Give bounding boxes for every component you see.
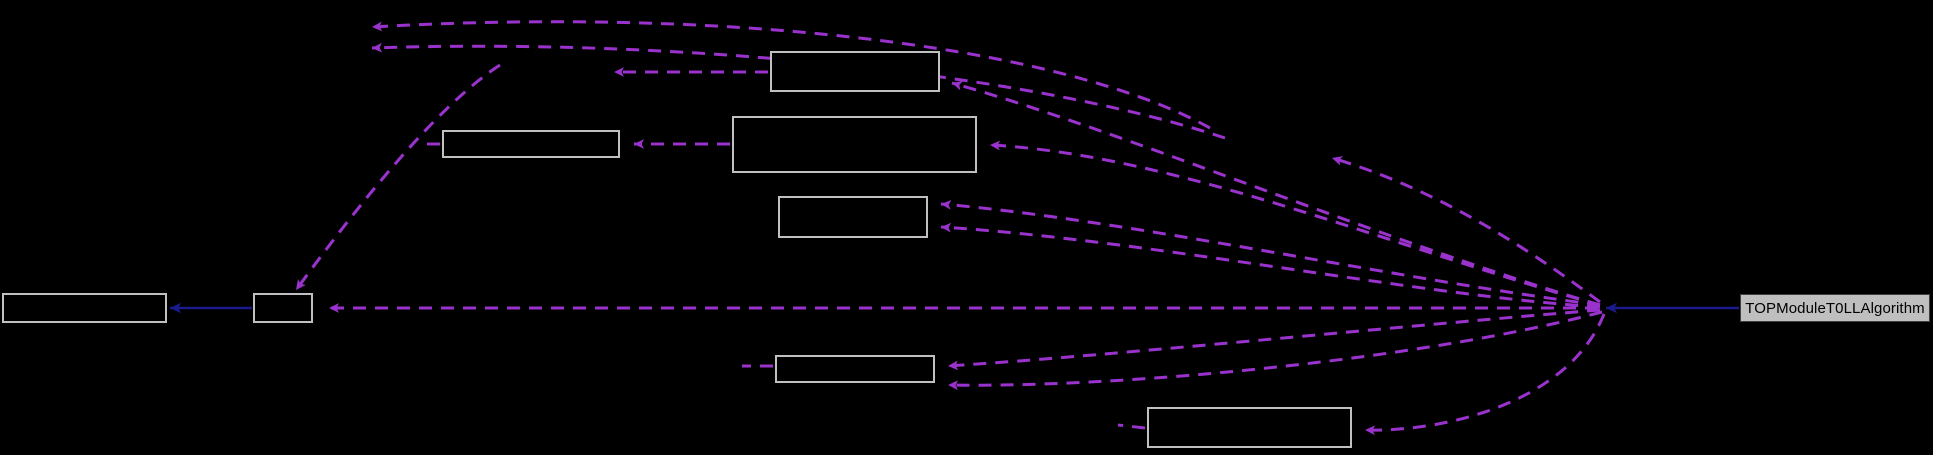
graph-node-6[interactable]	[778, 196, 928, 238]
edge-offscreen-top-a	[371, 20, 1211, 130]
graph-node-topmodulet0llalgorithm-label: TOPModuleT0LLAlgorithm	[1745, 299, 1925, 317]
edge-hub-to-node6-lower	[940, 222, 1601, 309]
graph-node-5[interactable]	[732, 116, 977, 173]
graph-node-2[interactable]	[253, 293, 313, 323]
edge-hub-to-node5	[989, 140, 1601, 307]
graph-node-3[interactable]	[442, 130, 620, 158]
edge-hub-to-node4	[951, 80, 1601, 307]
edge-hub-to-node7-upper	[947, 308, 1601, 371]
graph-node-8[interactable]	[1147, 407, 1352, 448]
graph-node-7[interactable]	[775, 355, 935, 383]
edge-group-dashed	[294, 20, 1606, 436]
edge-hub-to-offscreen-mid	[1331, 156, 1601, 304]
edge-hub-to-node6-upper	[940, 199, 1601, 307]
graph-node-1[interactable]	[2, 293, 167, 323]
edge-node8-left-stub	[1117, 423, 1146, 430]
graph-node-topmodulet0llalgorithm[interactable]: TOPModuleT0LLAlgorithm	[1740, 294, 1930, 322]
graph-node-4[interactable]	[770, 51, 940, 92]
edge-diagonal-into-node2	[294, 63, 501, 291]
edge-hub-to-node7-lower	[947, 310, 1603, 391]
edge-hub-to-node8	[1364, 313, 1606, 436]
